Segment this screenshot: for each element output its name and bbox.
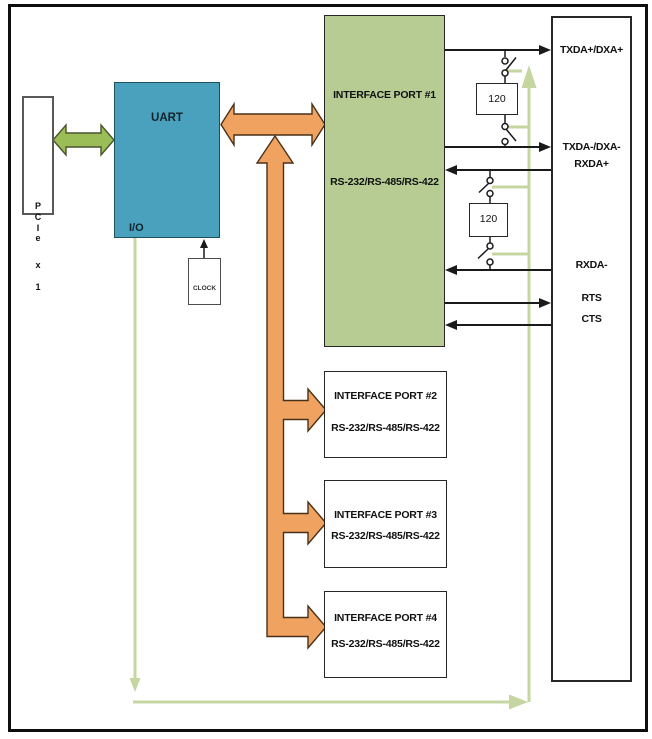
termination-enable-wires	[133, 69, 531, 704]
interface-port-3-block: INTERFACE PORT #3 RS-232/RS-485/RS-422	[324, 480, 447, 568]
switch-contact-icon	[486, 242, 494, 250]
arrowhead-up-icon	[521, 65, 537, 88]
enable-wire-arrowheads	[129, 65, 537, 710]
port-title: INTERFACE PORT #2	[334, 390, 437, 402]
switch-contact-icon	[486, 258, 494, 266]
signal-label-txda-plus: TXDA+/DXA+	[560, 44, 623, 56]
clock-uart-connection	[200, 239, 208, 258]
port-title: INTERFACE PORT #4	[334, 612, 437, 624]
signal-arrowheads	[445, 45, 551, 330]
resistor-value: 120	[488, 93, 506, 105]
uart-bus-trunk-arrow	[255, 134, 327, 650]
connector-block: TXDA+/DXA+ TXDA-/DXA- RXDA+ RXDA- RTS CT…	[551, 16, 632, 682]
port-title: INTERFACE PORT #3	[334, 509, 437, 521]
switch-contact-icon	[486, 189, 494, 198]
arrowhead-right-icon	[539, 45, 551, 55]
switch-contact-icon	[501, 57, 509, 65]
arrowhead-right-icon	[539, 298, 551, 308]
arrowhead-left-icon	[445, 265, 457, 275]
interface-port-1-block: INTERFACE PORT #1 RS-232/RS-485/RS-422	[324, 15, 445, 347]
pcie-letter: 1	[35, 282, 41, 292]
diagram-frame	[8, 4, 648, 732]
interface-port-4-block: INTERFACE PORT #4 RS-232/RS-485/RS-422	[324, 591, 447, 678]
signal-label-rts: RTS	[581, 292, 602, 304]
termination-resistor-1: 120	[476, 83, 518, 115]
arrowhead-up-icon	[200, 239, 208, 248]
clock-label: CLOCK	[192, 285, 217, 292]
termination-resistor-2: 120	[469, 203, 508, 237]
termination-chain-1	[501, 50, 517, 147]
pcie-letter: P	[34, 201, 41, 211]
pcie-uart-bus-arrow	[52, 123, 115, 157]
pcie-letter: I	[36, 223, 40, 233]
port-subtitle: RS-232/RS-485/RS-422	[331, 638, 440, 650]
arrowhead-down-icon	[129, 678, 141, 692]
pcie-letter: C	[34, 212, 42, 222]
io-label: I/O	[129, 222, 144, 234]
port-title: INTERFACE PORT #1	[333, 89, 436, 101]
switch-contact-icon	[501, 69, 509, 77]
uart-label: UART	[151, 112, 183, 124]
termination-chain-2	[477, 170, 494, 270]
switch-contact-icon	[501, 137, 509, 146]
port-subtitle: RS-232/RS-485/RS-422	[331, 422, 440, 434]
signal-label-rxda-minus: RXDA-	[575, 259, 608, 271]
switch-lever-icon	[505, 128, 517, 142]
pcie-letter: e	[35, 233, 41, 243]
arrowhead-right-icon	[539, 142, 551, 152]
arrowhead-left-icon	[445, 165, 457, 175]
signal-label-txda-minus: TXDA-/DXA-	[562, 141, 621, 153]
port-subtitle: RS-232/RS-485/RS-422	[331, 530, 440, 542]
switch-contact-icon	[501, 122, 509, 131]
switch-lever-icon	[505, 57, 517, 71]
port-subtitle: RS-232/RS-485/RS-422	[330, 176, 439, 188]
signal-label-cts: CTS	[581, 313, 602, 325]
uart-block: UART I/O	[114, 82, 220, 238]
switch-contact-icon	[486, 176, 494, 185]
signal-lines	[445, 49, 551, 326]
arrowhead-right-icon	[509, 694, 528, 710]
pcie-letter: x	[35, 260, 41, 270]
interface-port-2-block: INTERFACE PORT #2 RS-232/RS-485/RS-422	[324, 371, 447, 458]
clock-block: CLOCK	[188, 258, 221, 305]
arrowhead-left-icon	[445, 320, 457, 330]
switch-lever-icon	[478, 182, 490, 194]
pcie-block: P C I e x 1	[22, 96, 54, 292]
resistor-value: 120	[479, 213, 498, 225]
switch-lever-icon	[477, 248, 489, 260]
signal-label-rxda-plus: RXDA+	[574, 158, 609, 170]
